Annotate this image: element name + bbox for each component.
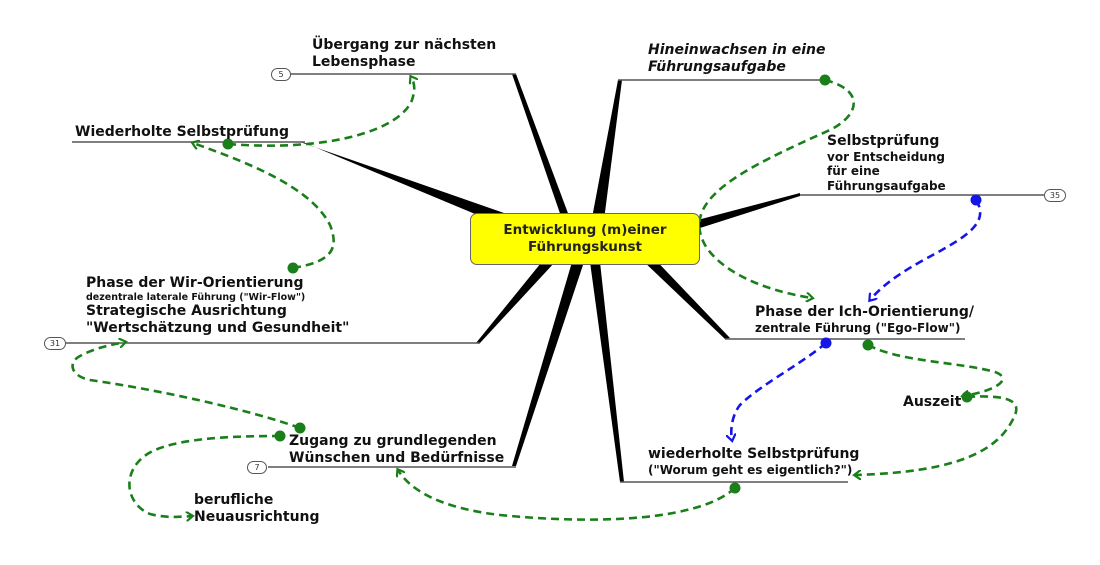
green-dot xyxy=(819,74,831,86)
topic-berufliche-neuausrichtung[interactable]: berufliche Neuausrichtung xyxy=(194,492,320,526)
topic-title: Führungsaufgabe xyxy=(648,58,786,75)
topic-subtitle: zentrale Führung ("Ego-Flow") xyxy=(755,320,961,335)
green-dot xyxy=(729,482,741,494)
topic-title: Hineinwachsen in eine xyxy=(648,42,826,58)
flow-zugang-to-wir xyxy=(71,342,301,430)
flow-ich-to-auszeit xyxy=(867,343,1004,396)
branch-wir xyxy=(476,258,555,343)
topic-title: berufliche xyxy=(194,492,274,508)
green-dot xyxy=(862,339,874,351)
central-topic-line2: Führungskunst xyxy=(527,239,643,255)
flow-wir-to-wiederholte xyxy=(193,143,335,270)
topic-wiederholte-selbstpruefung-right[interactable]: wiederholte Selbstprüfung ("Worum geht e… xyxy=(648,446,859,477)
green-dot xyxy=(222,138,234,150)
subtopic-count-badge[interactable]: 35 xyxy=(1044,189,1066,202)
flow-anchor-dots xyxy=(222,74,982,494)
topic-title: Neuausrichtung xyxy=(194,508,320,525)
flow-ich-to-wiederholte xyxy=(731,342,827,440)
topic-underlines xyxy=(66,73,1044,483)
topic-title: Strategische Ausrichtung xyxy=(86,303,287,320)
flow-wiederholte-to-uebergang xyxy=(227,77,414,147)
topic-auszeit[interactable]: Auszeit xyxy=(903,394,961,411)
branch-hinein xyxy=(592,80,622,220)
topic-title: wiederholte Selbstprüfung xyxy=(648,446,860,462)
green-dot xyxy=(287,262,299,274)
flow-auszeit-to-wiederholte xyxy=(855,395,1018,475)
blue-dot xyxy=(820,337,832,349)
branch-wiederholte-left xyxy=(300,142,530,236)
topic-wiederholte-selbstpruefung-left[interactable]: Wiederholte Selbstprüfung xyxy=(75,124,289,141)
topic-uebergang[interactable]: Übergang zur nächsten Lebensphase xyxy=(312,37,496,71)
topic-title: Selbstprüfung xyxy=(827,133,940,149)
flow-selbst-to-ich xyxy=(870,199,982,300)
blue-flows xyxy=(731,199,982,440)
topic-title: Phase der Ich-Orientierung/ xyxy=(755,304,974,320)
topic-title: Lebensphase xyxy=(312,53,416,70)
topic-subtitle: für eine xyxy=(827,164,880,179)
green-dot xyxy=(274,430,286,442)
topic-subtitle: Führungsaufgabe xyxy=(827,178,946,193)
topic-title: Übergang zur nächsten xyxy=(312,37,497,53)
topic-title: Wünschen und Bedürfnisse xyxy=(289,449,505,466)
branch-ich xyxy=(640,252,730,339)
central-topic[interactable]: Entwicklung (m)einer Führungskunst xyxy=(470,213,700,265)
branch-uebergang xyxy=(512,74,575,232)
branch-wiederholte-right xyxy=(590,262,624,482)
flow-wiederholte-to-zugang xyxy=(398,470,736,521)
topic-subtitle: vor Entscheidung xyxy=(827,149,945,164)
topic-ich-orientierung[interactable]: Phase der Ich-Orientierung/ zentrale Füh… xyxy=(755,304,974,335)
topic-title: Auszeit xyxy=(903,394,962,410)
flow-hinein-to-ich xyxy=(698,78,855,298)
branch-zugang xyxy=(512,262,584,466)
green-flows xyxy=(71,77,1018,521)
central-topic-line1: Entwicklung (m)einer xyxy=(503,222,667,239)
topic-title: Phase der Wir-Orientierung xyxy=(86,275,304,291)
topic-subtitle: dezentrale laterale Führung ("Wir-Flow") xyxy=(86,291,306,303)
flow-zugang-to-beruflich xyxy=(128,434,281,517)
subtopic-count-badge[interactable]: 31 xyxy=(44,337,66,350)
topic-selbstpruefung[interactable]: Selbstprüfung vor Entscheidung für eine … xyxy=(827,133,946,193)
branches xyxy=(300,74,800,482)
subtopic-count-badge[interactable]: 5 xyxy=(271,68,291,81)
topic-wir-orientierung[interactable]: Phase der Wir-Orientierung dezentrale la… xyxy=(86,275,349,337)
topic-title: Zugang zu grundlegenden xyxy=(289,433,497,449)
green-dot xyxy=(961,391,973,403)
green-dot xyxy=(294,422,306,434)
topic-subtitle: ("Worum geht es eigentlich?") xyxy=(648,462,853,477)
topic-zugang[interactable]: Zugang zu grundlegenden Wünschen und Bed… xyxy=(289,433,504,467)
topic-title: Wiederholte Selbstprüfung xyxy=(75,124,289,140)
subtopic-count-badge[interactable]: 7 xyxy=(247,461,267,474)
topic-hineinwachsen[interactable]: Hineinwachsen in eine Führungsaufgabe xyxy=(648,42,825,76)
topic-title: "Wertschätzung und Gesundheit" xyxy=(86,319,350,336)
blue-dot xyxy=(970,194,982,206)
branch-selbst xyxy=(690,193,800,228)
